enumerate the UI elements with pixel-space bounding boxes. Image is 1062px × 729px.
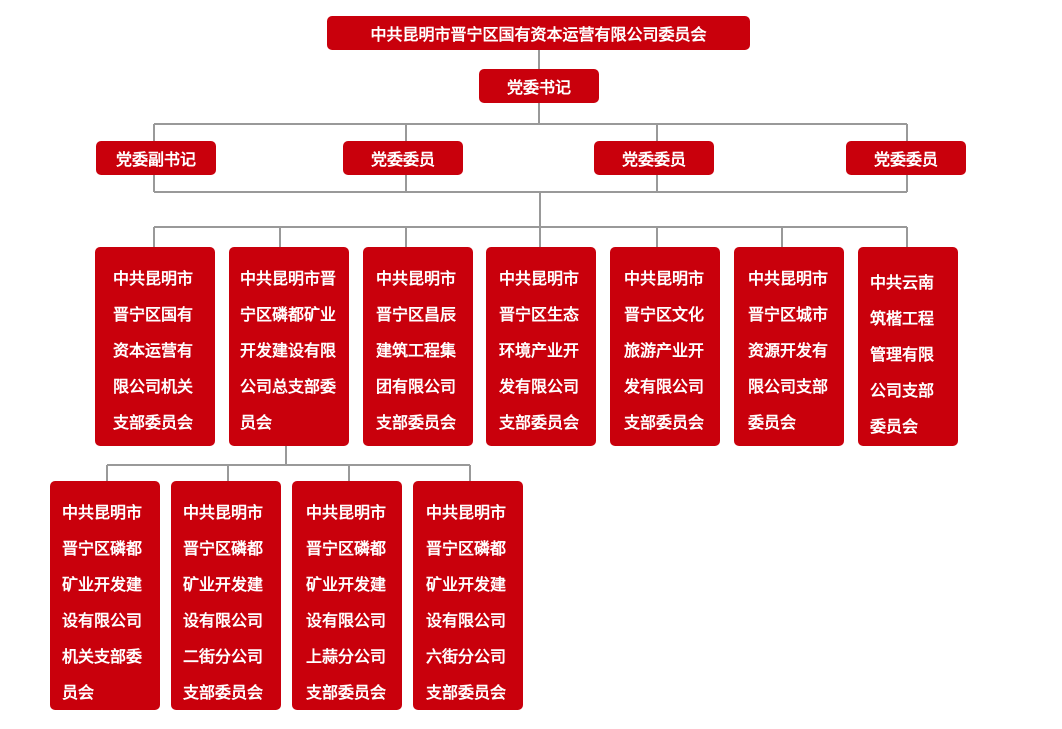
branch-text-line: 环境产业开 (499, 341, 580, 360)
branch-box-capital-operation: 中共昆明市 晋宁区国有 资本运营有 限公司机关 支部委员会 (95, 247, 215, 446)
sub-branch-text-line: 二街分公司 (183, 647, 264, 666)
sub-branch-text-line: 晋宁区磷都 (426, 539, 507, 558)
sub-branch-text-line: 晋宁区磷都 (306, 539, 387, 558)
branch-text-line: 晋宁区国有 (113, 305, 194, 324)
sub-branch-text-line: 设有限公司 (306, 611, 387, 630)
branch-text-line: 中共昆明市 (113, 269, 194, 288)
branch-text-line: 晋宁区城市 (748, 305, 829, 324)
branch-text-line: 宁区磷都矿业 (240, 305, 337, 324)
sub-branch-text-line: 员会 (62, 683, 95, 702)
branch-text-line: 中共昆明市 (624, 269, 705, 288)
committee-member-box-2: 党委委员 (594, 141, 714, 175)
branch-text-line: 晋宁区昌辰 (376, 305, 457, 324)
branch-box-lindu-mining: 中共昆明市晋 宁区磷都矿业 开发建设有限 公司总支部委 员会 (229, 247, 349, 446)
branch-text-line: 旅游产业开 (624, 341, 705, 360)
sub-branch-text-line: 矿业开发建 (426, 575, 507, 594)
branch-text-line: 发有限公司 (624, 377, 705, 396)
sub-branch-text-line: 机关支部委 (62, 647, 143, 666)
committee-member-label: 党委委员 (621, 150, 686, 169)
sub-branch-text-line: 晋宁区磷都 (183, 539, 264, 558)
branch-text-line: 开发建设有限 (240, 341, 337, 360)
branch-text-line: 中共云南 (870, 273, 935, 292)
committee-member-box-1: 党委委员 (343, 141, 463, 175)
branch-text-line: 中共昆明市 (376, 269, 457, 288)
branch-text-line: 支部委员会 (113, 413, 194, 432)
branch-text-line: 中共昆明市晋 (240, 269, 337, 288)
deputy-secretary-box: 党委副书记 (96, 141, 216, 175)
branch-text-line: 支部委员会 (499, 413, 580, 432)
top-committee-box: 中共昆明市晋宁区国有资本运营有限公司委员会 (327, 16, 750, 50)
sub-branch-box-liujie: 中共昆明市 晋宁区磷都 矿业开发建 设有限公司 六街分公司 支部委员会 (413, 481, 523, 710)
branch-text-line: 委员会 (748, 413, 797, 432)
branch-text-line: 中共昆明市 (499, 269, 580, 288)
branch-text-line: 委员会 (870, 417, 919, 436)
sub-branch-text-line: 矿业开发建 (62, 575, 143, 594)
sub-branch-text-line: 中共昆明市 (183, 503, 264, 522)
branch-text-line: 限公司支部 (748, 377, 829, 396)
sub-branch-text-line: 矿业开发建 (183, 575, 264, 594)
sub-branch-text-line: 设有限公司 (183, 611, 264, 630)
sub-branch-box-office: 中共昆明市 晋宁区磷都 矿业开发建 设有限公司 机关支部委 员会 (50, 481, 160, 710)
branch-box-changchen-construction: 中共昆明市 晋宁区昌辰 建筑工程集 团有限公司 支部委员会 (363, 247, 473, 446)
sub-branch-box-shangsuan: 中共昆明市 晋宁区磷都 矿业开发建 设有限公司 上蒜分公司 支部委员会 (292, 481, 402, 710)
committee-member-label: 党委委员 (370, 150, 435, 169)
committee-member-box-3: 党委委员 (846, 141, 966, 175)
branch-text-line: 支部委员会 (376, 413, 457, 432)
committee-member-label: 党委委员 (873, 150, 938, 169)
branch-text-line: 团有限公司 (376, 377, 457, 396)
branch-box-ecology-environment: 中共昆明市 晋宁区生态 环境产业开 发有限公司 支部委员会 (486, 247, 596, 446)
sub-branch-text-line: 支部委员会 (183, 683, 264, 702)
sub-branch-text-line: 中共昆明市 (426, 503, 507, 522)
top-committee-title: 中共昆明市晋宁区国有资本运营有限公司委员会 (370, 25, 707, 44)
branch-text-line: 限公司机关 (113, 377, 194, 396)
branch-text-line: 公司总支部委 (240, 377, 337, 396)
secretary-label: 党委书记 (506, 78, 571, 97)
branch-text-line: 管理有限 (870, 345, 935, 364)
sub-branch-text-line: 设有限公司 (426, 611, 507, 630)
branch-box-culture-tourism: 中共昆明市 晋宁区文化 旅游产业开 发有限公司 支部委员会 (610, 247, 720, 446)
branch-text-line: 资本运营有 (113, 341, 194, 360)
secretary-box: 党委书记 (479, 69, 599, 103)
sub-branch-text-line: 晋宁区磷都 (62, 539, 143, 558)
sub-branch-box-erjie: 中共昆明市 晋宁区磷都 矿业开发建 设有限公司 二街分公司 支部委员会 (171, 481, 281, 710)
sub-branch-text-line: 矿业开发建 (306, 575, 387, 594)
branch-text-line: 晋宁区生态 (499, 305, 580, 324)
branch-box-zhukai-engineering: 中共云南 筑楷工程 管理有限 公司支部 委员会 (858, 247, 958, 446)
branch-box-urban-resources: 中共昆明市 晋宁区城市 资源开发有 限公司支部 委员会 (734, 247, 844, 446)
branch-text-line: 中共昆明市 (748, 269, 829, 288)
sub-branch-text-line: 支部委员会 (426, 683, 507, 702)
branch-text-line: 建筑工程集 (376, 341, 457, 360)
branch-text-line: 发有限公司 (499, 377, 580, 396)
branch-text-line: 晋宁区文化 (624, 305, 705, 324)
sub-branch-text-line: 中共昆明市 (306, 503, 387, 522)
branch-text-line: 筑楷工程 (870, 309, 935, 328)
branch-text-line: 支部委员会 (624, 413, 705, 432)
branch-text-line: 员会 (240, 413, 273, 432)
sub-branch-text-line: 中共昆明市 (62, 503, 143, 522)
sub-branch-text-line: 设有限公司 (62, 611, 143, 630)
sub-branch-text-line: 支部委员会 (306, 683, 387, 702)
sub-branch-text-line: 上蒜分公司 (306, 647, 387, 666)
branch-text-line: 公司支部 (870, 381, 935, 400)
branch-text-line: 资源开发有 (748, 341, 829, 360)
sub-branch-text-line: 六街分公司 (426, 647, 507, 666)
deputy-secretary-label: 党委副书记 (115, 150, 196, 169)
